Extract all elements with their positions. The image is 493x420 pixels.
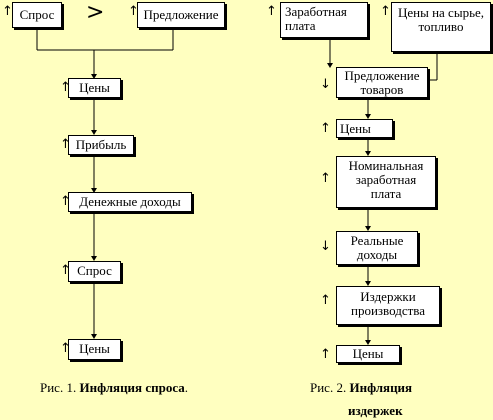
arrowhead xyxy=(327,63,333,68)
up-arrow-icon: ↑ xyxy=(320,171,331,186)
arrowhead xyxy=(91,130,97,135)
up-arrow-icon: ↑ xyxy=(320,121,331,136)
raw-materials-prices-box: Цены на сырье, топливо xyxy=(391,2,491,52)
arrowhead xyxy=(365,151,371,156)
arrowhead xyxy=(365,340,371,345)
arrowhead xyxy=(91,74,97,79)
arrowhead xyxy=(365,114,371,119)
money-income-box: Денежные доходы xyxy=(68,192,192,212)
up-arrow-icon: ↑ xyxy=(128,4,139,19)
up-arrow-icon: ↑ xyxy=(2,4,13,19)
demand-box-top: Спрос xyxy=(12,2,62,28)
up-arrow-icon: ↑ xyxy=(60,80,71,95)
arrowhead xyxy=(91,334,97,339)
arrowhead xyxy=(91,256,97,261)
prices-box-right-2: Цены xyxy=(336,345,400,363)
up-arrow-icon: ↑ xyxy=(60,194,71,209)
arrowhead xyxy=(91,188,97,193)
up-arrow-icon: ↑ xyxy=(60,137,71,152)
demand-box: Спрос xyxy=(68,261,121,282)
figure-2-caption-line-2: издержек xyxy=(348,403,403,418)
profit-box: Прибыль xyxy=(68,135,134,155)
up-arrow-icon: ↑ xyxy=(320,293,331,308)
up-arrow-icon: ↑ xyxy=(266,4,277,19)
up-arrow-icon: ↑ xyxy=(380,4,391,19)
prices-box-right-1: Цены xyxy=(336,119,393,138)
down-arrow-icon: ↓ xyxy=(320,77,331,92)
arrowhead xyxy=(365,281,371,286)
production-costs-box: Издержки производства xyxy=(336,286,440,325)
prices-box-1: Цены xyxy=(68,78,121,98)
arrowhead xyxy=(365,226,371,231)
real-income-box: Реальные доходы xyxy=(336,231,418,265)
up-arrow-icon: ↑ xyxy=(60,341,71,356)
up-arrow-icon: ↑ xyxy=(320,347,331,362)
wages-box: Заработная плата xyxy=(280,2,368,38)
down-arrow-icon: ↓ xyxy=(320,239,331,254)
prices-box-2: Цены xyxy=(68,339,121,360)
nominal-wages-box: Номинальная заработная плата xyxy=(336,156,436,208)
up-arrow-icon: ↑ xyxy=(60,263,71,278)
goods-supply-box: Предложение товаров xyxy=(336,67,428,98)
figure-2-caption: Рис. 2. Инфляция xyxy=(310,380,413,395)
supply-box-top: Предложение xyxy=(137,2,225,28)
greater-than-sign: > xyxy=(86,0,105,25)
figure-1-caption: Рис. 1. Инфляция спроса. xyxy=(40,380,189,395)
